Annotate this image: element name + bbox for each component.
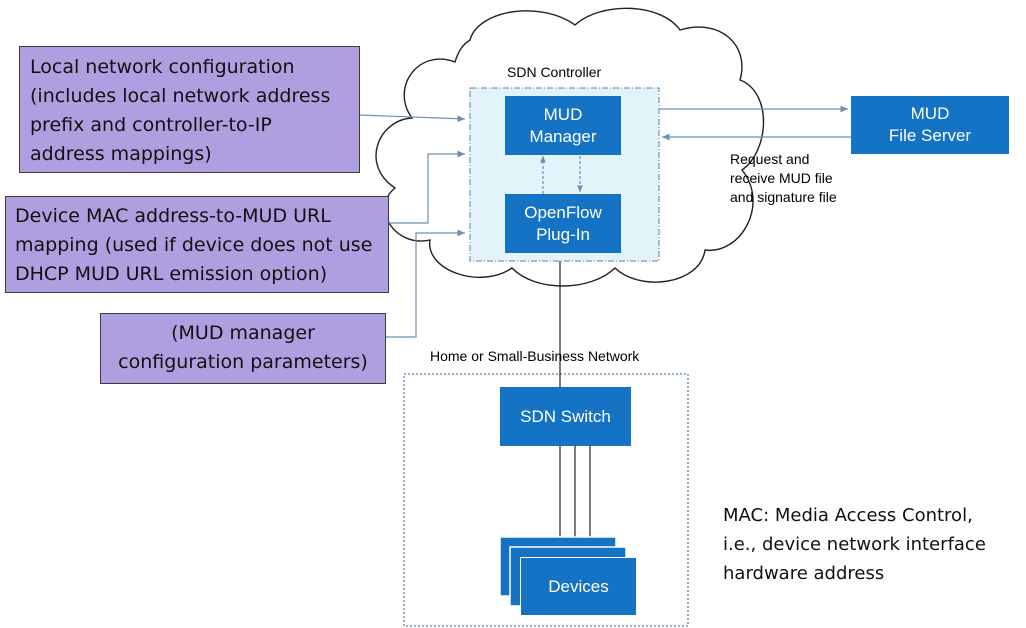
mud-params-line-2: configuration parameters) [118, 351, 368, 373]
devices-box: Devices [520, 557, 637, 616]
local-network-line-3: prefix and controller-to-IP [30, 114, 272, 136]
mud-manager-params-box: (MUD manager configuration parameters) [100, 313, 386, 384]
mud-file-server-line-1: MUD [910, 104, 950, 123]
request-note-line-1: Request and [730, 151, 810, 167]
local-network-line-2: (includes local network address [30, 85, 331, 107]
mac-note-line-3: hardware address [723, 563, 885, 584]
mud-manager-box: MUD Manager [505, 96, 621, 155]
sdn-switch-box: SDN Switch [500, 387, 631, 446]
mud-file-server-line-2: File Server [888, 126, 972, 145]
mud-manager-line-1: MUD [543, 104, 583, 124]
local-network-line-4: address mappings) [30, 143, 212, 165]
mud-params-input-arrow [386, 229, 465, 338]
home-network-box [403, 373, 689, 627]
sdn-switch-label: SDN Switch [520, 406, 611, 426]
mac-definition-note: MAC: Media Access Control, i.e., device … [723, 501, 986, 588]
request-note-line-3: and signature file [730, 189, 837, 205]
device-mac-line-1: Device MAC address-to-MUD URL [15, 205, 331, 227]
openflow-plugin-line-1: OpenFlow [524, 202, 602, 222]
device-mac-line-3: DHCP MUD URL emission option) [15, 263, 328, 285]
local-network-config-box: Local network configuration (includes lo… [19, 46, 360, 173]
mac-note-line-1: MAC: Media Access Control, [723, 505, 973, 526]
devices-label: Devices [548, 576, 609, 596]
device-mac-mapping-box: Device MAC address-to-MUD URL mapping (u… [5, 196, 389, 293]
request-note-line-2: receive MUD file [730, 170, 833, 186]
openflow-plugin-line-2: Plug-In [536, 224, 590, 244]
mud-file-server-box: MUD File Server [851, 96, 1009, 154]
device-mac-line-2: mapping (used if device does not use [15, 234, 373, 256]
openflow-plugin-box: OpenFlow Plug-In [505, 194, 621, 253]
local-network-line-1: Local network configuration [30, 56, 295, 78]
device-mac-input-arrow [389, 150, 465, 224]
home-network-label: Home or Small-Business Network [430, 348, 640, 364]
sdn-controller-label: SDN Controller [507, 64, 602, 80]
mud-manager-line-2: Manager [529, 126, 597, 146]
local-network-input-arrow [359, 114, 466, 123]
mud-params-line-1: (MUD manager [171, 322, 315, 344]
request-note: Request and receive MUD file and signatu… [730, 150, 837, 207]
mac-note-line-2: i.e., device network interface [723, 534, 986, 555]
